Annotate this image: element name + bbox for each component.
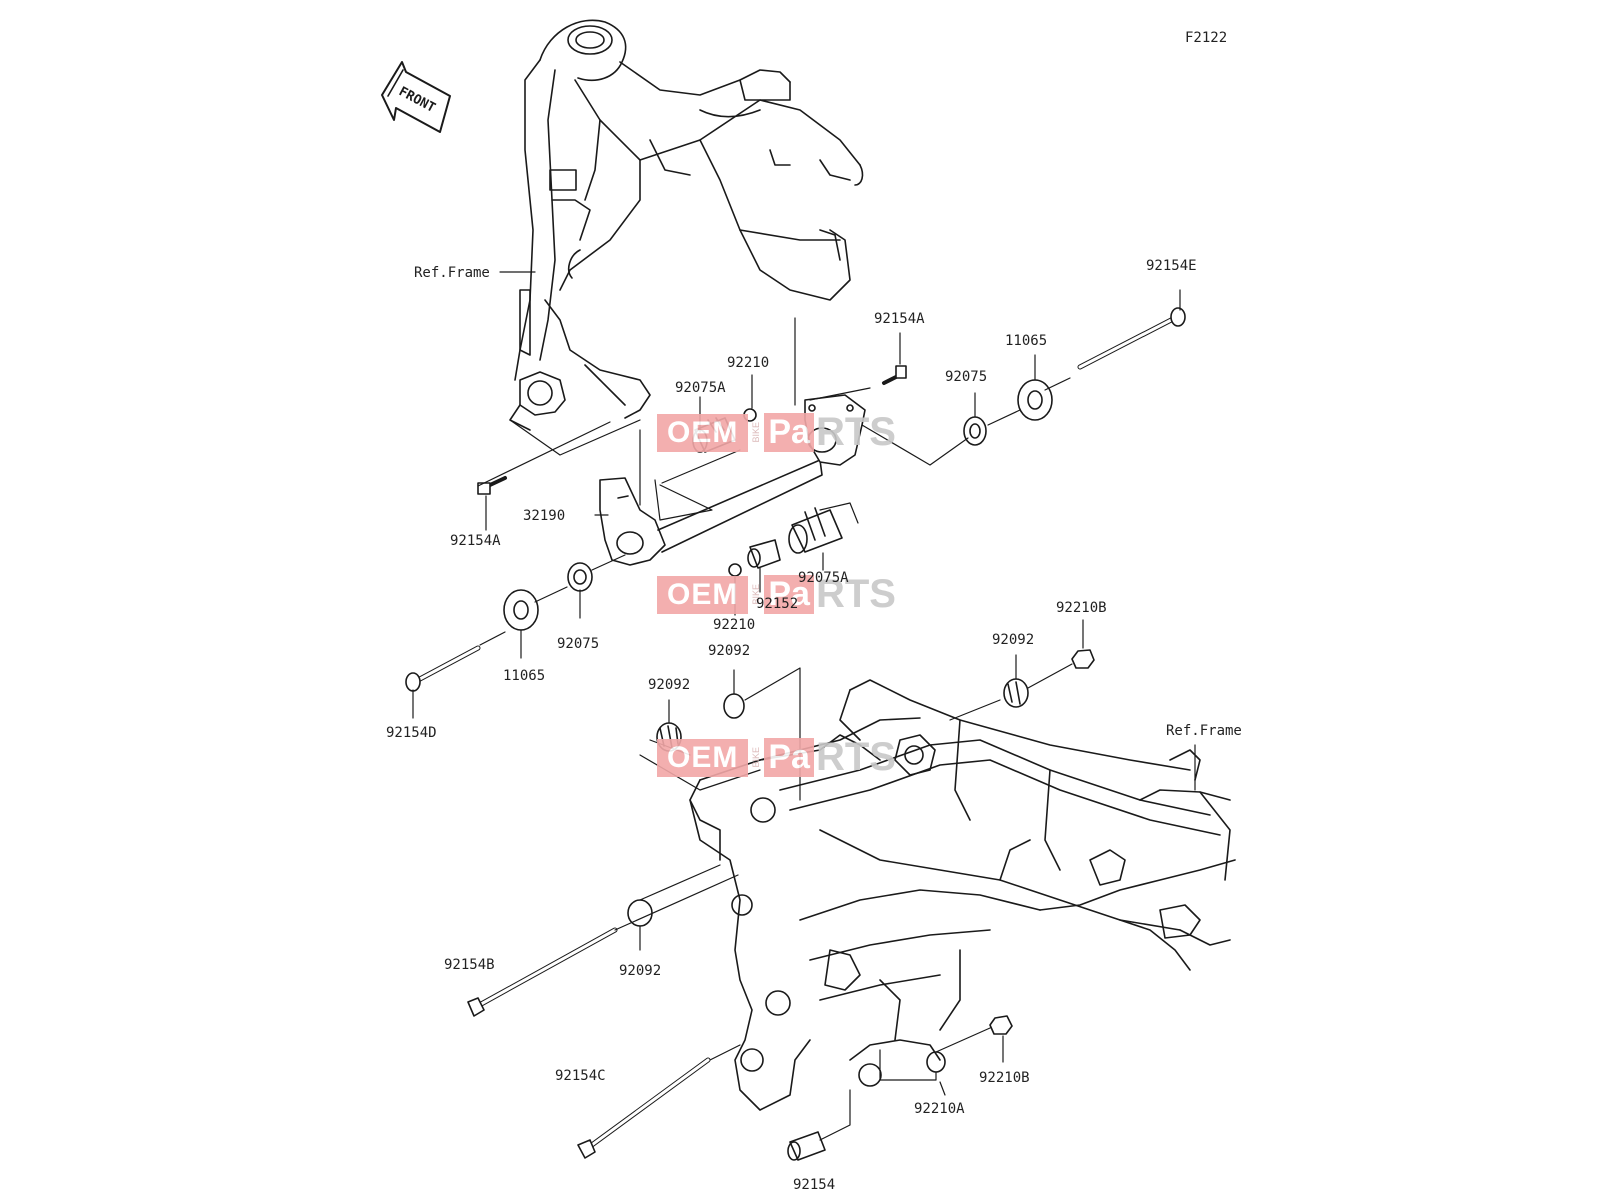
bolt-92154E [1077,307,1186,370]
label-92154D[interactable]: 92154D [386,725,437,741]
rubber-92092-a [723,693,745,719]
figure-code: F2122 [1185,30,1228,46]
label-ref-frame-lower[interactable]: Ref.Frame [1166,723,1242,739]
label-92154[interactable]: 92154 [793,1177,836,1193]
leader-lines [412,271,1196,1141]
upper-frame [509,19,864,431]
bolt-92154C [577,1057,711,1159]
label-92210B-bottom[interactable]: 92210B [979,1070,1030,1086]
label-11065-left[interactable]: 11065 [503,668,546,684]
label-92092-bottom[interactable]: 92092 [619,963,662,979]
rubber-92075-right [963,416,987,446]
label-92210-top[interactable]: 92210 [727,355,770,371]
label-92075-right[interactable]: 92075 [945,369,988,385]
label-92152[interactable]: 92152 [756,596,799,612]
washer-11065-right [1017,379,1053,421]
label-92154E[interactable]: 92154E [1146,258,1197,274]
bolt-92154D [405,645,481,692]
label-92092-c[interactable]: 92092 [992,632,1035,648]
label-92092-b[interactable]: 92092 [648,677,691,693]
nut-92210B-bot [989,1015,1013,1035]
label-92154B[interactable]: 92154B [444,957,495,973]
watermark-top: OEM BIKE Pa RTS [657,410,896,455]
label-92154A-right[interactable]: 92154A [874,311,925,327]
label-92075-left[interactable]: 92075 [557,636,600,652]
label-92075A-low[interactable]: 92075A [798,570,849,586]
label-92092-a[interactable]: 92092 [708,643,751,659]
bolt-92154B [467,927,618,1017]
watermark-low: OEM BIKE Pa RTS [657,735,896,780]
label-92075A-top[interactable]: 92075A [675,380,726,396]
engine-bracket-left [599,459,823,566]
collar-92152 [747,539,781,569]
label-92210-mid[interactable]: 92210 [713,617,756,633]
label-92154A-left[interactable]: 92154A [450,533,501,549]
collar-92075A-low [788,507,843,554]
rubber-92092-c [1003,678,1029,708]
label-11065-right[interactable]: 11065 [1005,333,1048,349]
watermark-mid: OEM BIKE Pa RTS [657,572,896,617]
bolt-92154A-right [882,365,907,385]
front-arrow-icon: FRONT [381,61,451,133]
washer-11065-left [503,589,539,631]
label-92154C[interactable]: 92154C [555,1068,606,1084]
lower-frame [689,679,1236,1111]
collar-92154 [787,1131,826,1161]
label-ref-frame-upper[interactable]: Ref.Frame [414,265,490,281]
rubber-92075-left [567,562,593,592]
nut-92210B-top [1071,649,1095,669]
bolt-92154A-left [477,476,507,495]
label-32190[interactable]: 32190 [523,508,566,524]
label-92210A[interactable]: 92210A [914,1101,965,1117]
label-92210B-top[interactable]: 92210B [1056,600,1107,616]
